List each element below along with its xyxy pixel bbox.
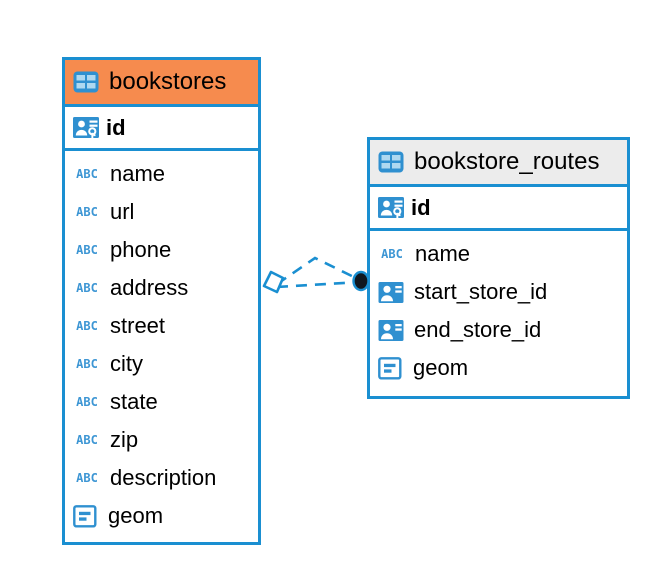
field-label: phone bbox=[110, 237, 172, 262]
entity-table-bookstores[interactable]: bookstores id ABC name ABC url bbox=[62, 57, 261, 545]
entity-title: bookstore_routes bbox=[414, 148, 600, 175]
field-label: address bbox=[110, 275, 189, 300]
relationship-line-lower bbox=[276, 280, 361, 289]
field-label: start_store_id bbox=[414, 279, 548, 304]
field-row-start-store-id[interactable]: start_store_id bbox=[370, 273, 627, 311]
field-row-phone[interactable]: ABC phone bbox=[65, 231, 258, 269]
text-type-icon: ABC bbox=[76, 395, 98, 409]
field-label: id bbox=[411, 194, 431, 220]
field-label: zip bbox=[110, 427, 139, 452]
foreign-key-icon bbox=[378, 281, 405, 304]
field-label: name bbox=[110, 161, 166, 186]
text-type-icon: ABC bbox=[381, 247, 403, 261]
field-label: city bbox=[110, 351, 143, 376]
text-type-icon: ABC bbox=[76, 167, 98, 181]
entity-table-bookstore-routes[interactable]: bookstore_routes id ABC name bbox=[367, 137, 630, 399]
entity-header-bookstores[interactable]: bookstores bbox=[65, 60, 258, 107]
field-row-state[interactable]: ABC state bbox=[65, 383, 258, 421]
field-row-primary-key[interactable]: id bbox=[370, 187, 627, 231]
entity-title: bookstores bbox=[109, 68, 227, 95]
relationship-connector[interactable] bbox=[255, 240, 385, 320]
field-label: end_store_id bbox=[414, 317, 542, 342]
field-label: state bbox=[110, 389, 158, 414]
field-row-url[interactable]: ABC url bbox=[65, 193, 258, 231]
foreign-key-icon bbox=[378, 319, 405, 342]
text-type-icon: ABC bbox=[76, 205, 98, 219]
field-row-name[interactable]: ABC name bbox=[370, 235, 627, 273]
field-label: id bbox=[106, 114, 126, 140]
entity-header-bookstore-routes[interactable]: bookstore_routes bbox=[370, 140, 627, 187]
field-row-geom[interactable]: geom bbox=[370, 349, 627, 387]
geometry-type-icon bbox=[378, 356, 404, 380]
field-list-bookstore-routes: ABC name start_store_id bbox=[370, 231, 627, 387]
field-row-description[interactable]: ABC description bbox=[65, 459, 258, 497]
field-row-name[interactable]: ABC name bbox=[65, 155, 258, 193]
field-row-end-store-id[interactable]: end_store_id bbox=[370, 311, 627, 349]
field-row-zip[interactable]: ABC zip bbox=[65, 421, 258, 459]
field-row-primary-key[interactable]: id bbox=[65, 107, 258, 151]
table-icon bbox=[378, 151, 404, 173]
primary-key-icon bbox=[73, 116, 100, 140]
field-label: name bbox=[415, 241, 471, 266]
field-label: geom bbox=[108, 503, 164, 528]
text-type-icon: ABC bbox=[76, 357, 98, 371]
text-type-icon: ABC bbox=[76, 471, 98, 485]
field-label: url bbox=[110, 199, 135, 224]
field-label: description bbox=[110, 465, 217, 490]
geometry-type-icon bbox=[73, 504, 99, 528]
field-row-street[interactable]: ABC street bbox=[65, 307, 258, 345]
diamond-open-marker bbox=[262, 270, 285, 294]
table-icon bbox=[73, 71, 99, 93]
field-label: street bbox=[110, 313, 166, 338]
field-row-city[interactable]: ABC city bbox=[65, 345, 258, 383]
text-type-icon: ABC bbox=[76, 243, 98, 257]
text-type-icon: ABC bbox=[76, 319, 98, 333]
text-type-icon: ABC bbox=[76, 281, 98, 295]
field-list-bookstores: ABC name ABC url ABC phone ABC address A… bbox=[65, 151, 258, 535]
field-label: geom bbox=[413, 355, 469, 380]
relationship-line-upper bbox=[276, 256, 361, 286]
primary-key-icon bbox=[378, 196, 405, 220]
text-type-icon: ABC bbox=[76, 433, 98, 447]
field-row-address[interactable]: ABC address bbox=[65, 269, 258, 307]
field-row-geom[interactable]: geom bbox=[65, 497, 258, 535]
